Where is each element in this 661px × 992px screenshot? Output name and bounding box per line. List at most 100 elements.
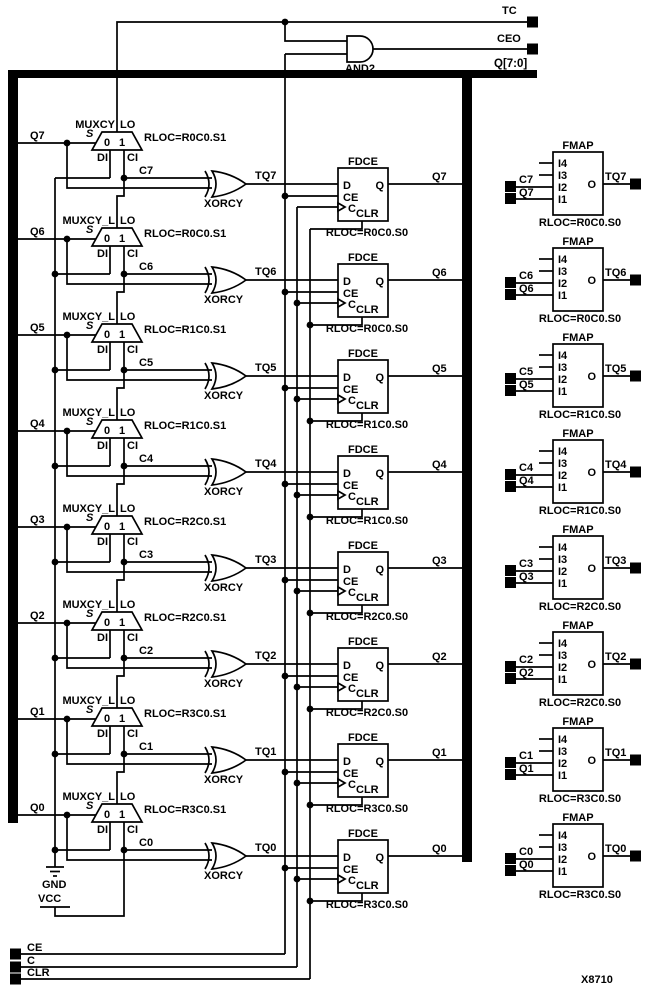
q1-label: Q1 — [30, 706, 45, 718]
fmap-c-label: C6 — [519, 270, 533, 282]
clr-stub-wire — [310, 221, 363, 230]
xorcy-q6 — [210, 265, 248, 295]
q-pin-label: Q — [375, 564, 384, 576]
fdce-rloc-label: RLOC=R0C0.S0 — [326, 227, 408, 239]
i4-pin-label: I4 — [558, 350, 568, 362]
terminal-tc — [527, 16, 538, 28]
mux-name-label: MUXCY_L — [62, 503, 115, 515]
fmap-tq-label: TQ5 — [605, 363, 626, 375]
ci-pin-label: CI — [127, 728, 138, 740]
terminal-q7-input — [505, 193, 516, 204]
terminal-tq1-output — [630, 754, 641, 766]
carry-chain-riser — [116, 466, 125, 516]
i2-pin-label: I2 — [558, 854, 567, 866]
di-pin-label: DI — [97, 728, 108, 740]
q2-label: Q2 — [30, 610, 45, 622]
clr-pin-label: CLR — [356, 208, 379, 220]
junction-dot — [293, 395, 301, 403]
junction-dot — [51, 654, 59, 662]
d-pin-label: D — [343, 852, 351, 864]
fmap-title: FMAP — [562, 236, 593, 248]
junction-dot — [306, 705, 314, 713]
fmap-c-label: C3 — [519, 558, 533, 570]
i3-pin-label: I3 — [558, 650, 567, 662]
tq-label: TQ1 — [255, 746, 276, 758]
fmap-tq-label: TQ6 — [605, 267, 626, 279]
mux-0-label: 0 — [104, 233, 110, 245]
mux-0-label: 0 — [104, 617, 110, 629]
terminal-c1-input — [505, 757, 516, 768]
di-pin-label: DI — [97, 152, 108, 164]
fmap-tq-label: TQ0 — [605, 843, 626, 855]
q-bus-horizontal — [8, 70, 537, 78]
q-pin-label: Q — [375, 372, 384, 384]
di-pin-label: DI — [97, 344, 108, 356]
clr-stub-wire — [310, 509, 363, 518]
carry-chain-riser — [116, 274, 125, 324]
fmap-title: FMAP — [562, 140, 593, 152]
xorcy-q2 — [210, 649, 248, 679]
i3-pin-label: I3 — [558, 842, 567, 854]
muxcy-q5 — [90, 323, 144, 343]
tq-label: TQ3 — [255, 554, 276, 566]
o-pin-label: O — [587, 275, 596, 287]
i2-pin-label: I2 — [558, 758, 567, 770]
s-pin-label: S — [86, 512, 94, 524]
d-pin-label: D — [343, 660, 351, 672]
i4-pin-label: I4 — [558, 734, 568, 746]
i4-pin-label: I4 — [558, 830, 568, 842]
junction-dot — [306, 609, 314, 617]
mux-1-label: 1 — [119, 329, 125, 341]
fdce-q1 — [337, 743, 389, 798]
q-output-label: Q4 — [432, 459, 448, 471]
q-bus-label: Q[7:0] — [494, 58, 527, 70]
mux-1-label: 1 — [119, 425, 125, 437]
o-pin-label: O — [587, 371, 596, 383]
fdce-q5 — [337, 359, 389, 414]
terminal-q0-input — [505, 865, 516, 876]
xorcy-label: XORCY — [204, 582, 244, 594]
lo-pin-label: LO — [120, 407, 136, 419]
junction-dot — [120, 366, 128, 374]
fmap-c-label: C1 — [519, 750, 533, 762]
i1-pin-label: I1 — [558, 194, 567, 206]
lo-pin-label: LO — [120, 695, 136, 707]
i4-pin-label: I4 — [558, 254, 568, 266]
i2-pin-label: I2 — [558, 566, 567, 578]
clr-stub-wire — [310, 317, 363, 326]
and2-gate-icon — [346, 35, 374, 63]
terminal-clr — [10, 973, 21, 985]
ceo-label: CEO — [497, 33, 521, 45]
fdce-rloc-label: RLOC=R2C0.S0 — [326, 707, 408, 719]
tq-label: TQ4 — [255, 458, 277, 470]
junction-dot — [63, 619, 71, 627]
fmap-q-label: Q7 — [519, 187, 534, 199]
q4-label: Q4 — [30, 418, 46, 430]
fmap-q6 — [552, 247, 604, 312]
fmap-rloc-label: RLOC=R0C0.S0 — [539, 313, 621, 325]
fmap-tq-label: TQ4 — [605, 459, 627, 471]
d-pin-label: D — [343, 756, 351, 768]
mux-rloc-label: RLOC=R0C0.S1 — [144, 132, 226, 144]
clr-pin-label: CLR — [356, 880, 379, 892]
i2-pin-label: I2 — [558, 278, 567, 290]
i3-pin-label: I3 — [558, 554, 567, 566]
mux-1-label: 1 — [119, 521, 125, 533]
ce-pin-label: CE — [343, 576, 358, 588]
fmap-q-label: Q4 — [519, 475, 535, 487]
mux-rloc-label: RLOC=R2C0.S1 — [144, 516, 226, 528]
terminal-tq4-output — [630, 466, 641, 478]
xorcy-input-arc — [204, 170, 210, 198]
fdce-title: FDCE — [348, 636, 378, 648]
fmap-rloc-label: RLOC=R0C0.S0 — [539, 217, 621, 229]
clr-pin-label: CLR — [356, 496, 379, 508]
clock-edge-icon — [337, 393, 347, 405]
fdce-rloc-label: RLOC=R1C0.S0 — [326, 515, 408, 527]
mux-name-label: MUXCY_L — [62, 407, 115, 419]
s-pin-label: S — [86, 416, 94, 428]
junction-dot — [120, 846, 128, 854]
